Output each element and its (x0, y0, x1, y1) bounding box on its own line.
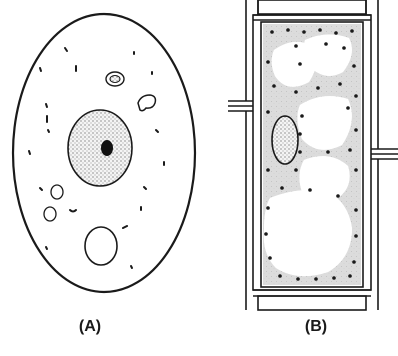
nucleolus (101, 140, 113, 156)
plant-nucleus (272, 116, 298, 164)
nucleus (68, 110, 132, 186)
small-vacuole (51, 185, 63, 199)
panel-a-caption: (A) (60, 318, 120, 336)
plant-cell (228, 0, 398, 310)
golgi-body (106, 72, 124, 86)
large-vacuole (85, 227, 117, 265)
small-vacuole (44, 207, 56, 221)
panel-b-caption: (B) (286, 318, 346, 336)
animal-cell (13, 14, 195, 292)
